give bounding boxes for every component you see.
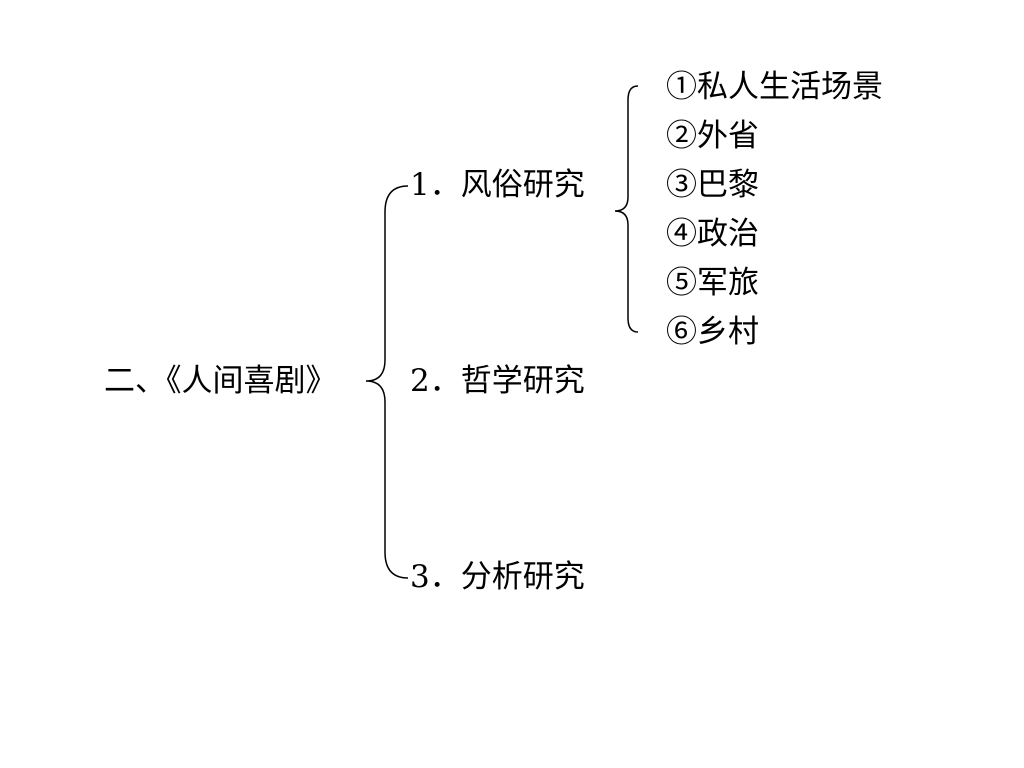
sub-item-provinces: ②外省 xyxy=(666,118,759,154)
branch-customs-study: 1．风俗研究 xyxy=(410,167,585,203)
sub-item-politics: ④政治 xyxy=(666,216,759,252)
root-label: 二、《人间喜剧》 xyxy=(104,363,337,399)
sub-item-military: ⑤军旅 xyxy=(666,265,759,301)
branch-analytic-study: 3．分析研究 xyxy=(410,559,585,595)
root-brace xyxy=(365,185,409,579)
branch-philosophy-study: 2．哲学研究 xyxy=(410,363,585,399)
customs-study-brace xyxy=(614,85,639,333)
sub-item-private-life: ①私人生活场景 xyxy=(666,69,883,105)
sub-item-paris: ③巴黎 xyxy=(666,167,759,203)
sub-item-countryside: ⑥乡村 xyxy=(666,314,759,350)
